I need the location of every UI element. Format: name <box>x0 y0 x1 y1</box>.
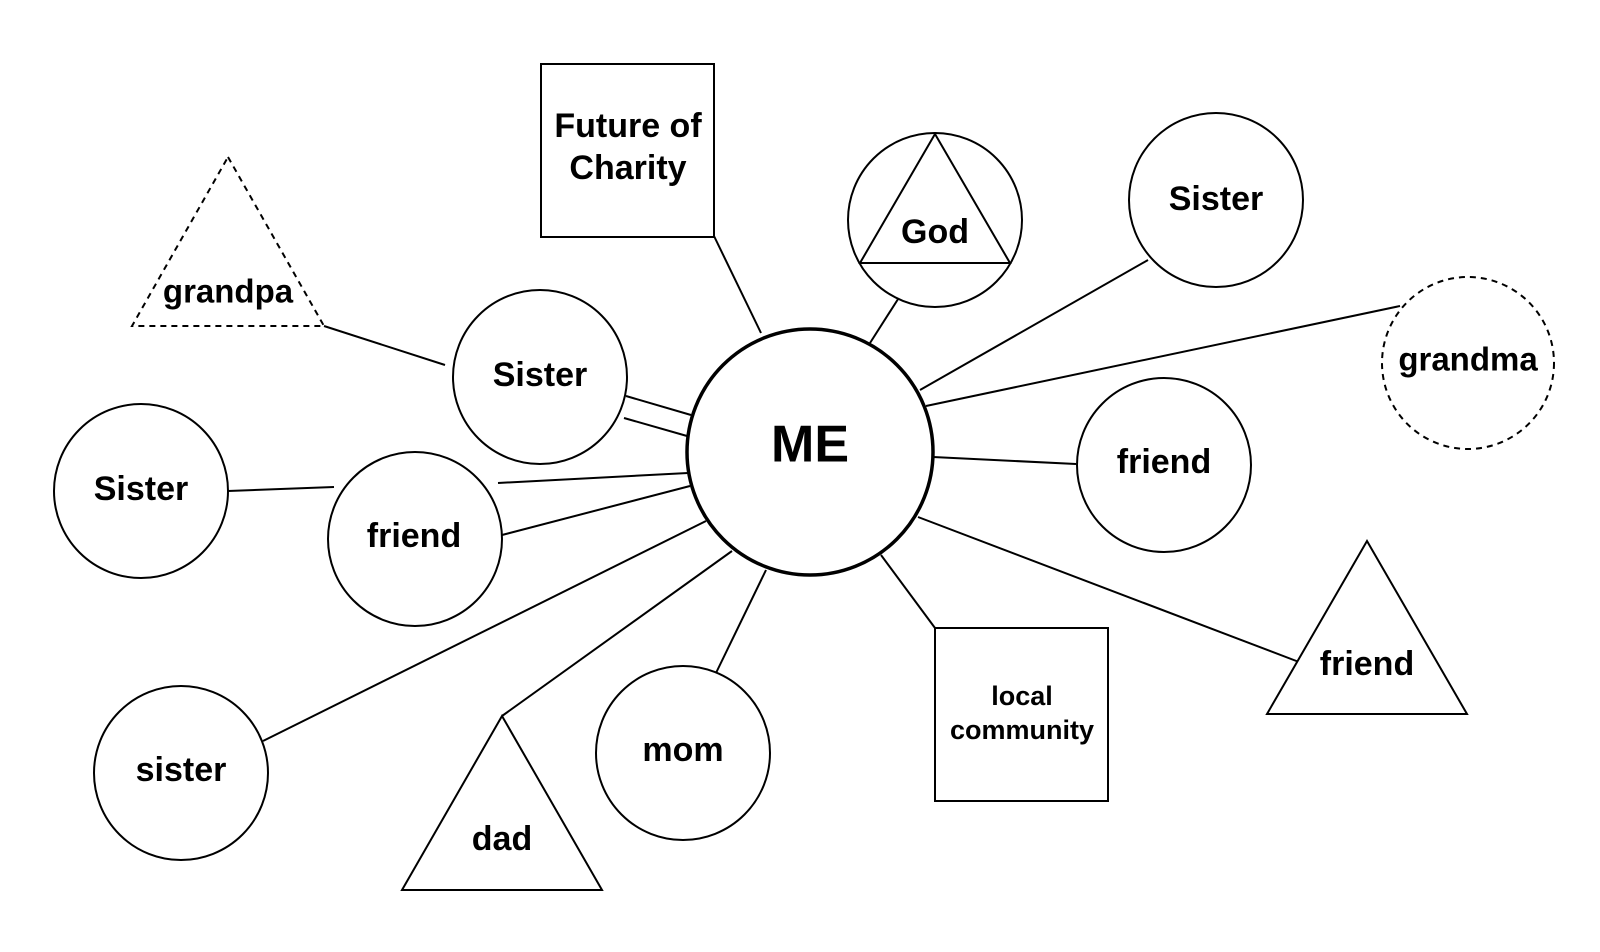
link-sister-far-left-to-friend <box>227 486 335 492</box>
node-label: friend <box>367 517 461 555</box>
node-label: Sister <box>94 470 189 508</box>
link-mom <box>715 569 767 674</box>
node-label: sister <box>136 751 227 789</box>
square-shape <box>934 627 1109 802</box>
link-sister-far-left <box>497 472 689 484</box>
node-label: friend <box>1320 645 1414 683</box>
square-shape <box>540 63 715 238</box>
node-dad: dad <box>400 713 604 891</box>
node-sister-far-left: Sister <box>53 403 229 579</box>
dashed-triangle-shape <box>130 154 326 327</box>
link-sister-top-right <box>919 259 1149 391</box>
node-label-line-1: local <box>991 681 1053 711</box>
triangle-shape <box>858 132 1012 264</box>
center-label: ME <box>771 416 849 474</box>
node-label: friend <box>1117 443 1211 481</box>
circle-shape <box>93 685 269 861</box>
node-me: ME <box>685 327 935 577</box>
node-future-of-charity: Future of Charity <box>540 63 715 238</box>
center-circle-shape <box>685 327 935 577</box>
link-grandma <box>925 305 1401 407</box>
dashed-circle-shape <box>1381 276 1555 450</box>
link-friend-triangle <box>917 516 1300 663</box>
node-label: dad <box>472 820 532 858</box>
link-grandpa <box>323 325 446 366</box>
node-label: Sister <box>493 356 588 394</box>
circle-shape <box>327 451 503 627</box>
node-sister-top-right: Sister <box>1128 112 1304 288</box>
connections <box>227 235 1401 742</box>
link-future-of-charity <box>713 235 762 334</box>
link-god <box>869 295 901 344</box>
node-friend-right: friend <box>1076 377 1252 553</box>
node-sister-bottom-left: sister <box>93 685 269 861</box>
node-mom: mom <box>595 665 771 841</box>
link-sister-bottom-left <box>262 520 707 742</box>
link-friend-left <box>501 485 691 536</box>
node-friend-triangle: friend <box>1265 539 1469 715</box>
triangle-shape <box>400 713 604 891</box>
node-grandpa: grandpa <box>130 154 326 327</box>
link-local-community <box>880 554 936 629</box>
circle-shape <box>595 665 771 841</box>
circle-shape <box>1128 112 1304 288</box>
circle-shape <box>53 403 229 579</box>
node-grandma: grandma <box>1381 276 1555 450</box>
node-label-line-2: community <box>950 715 1094 745</box>
node-local-community: local community <box>934 627 1109 802</box>
link-sister-upper-left-b <box>623 417 688 437</box>
node-label: grandpa <box>163 273 294 310</box>
node-god: God <box>847 132 1023 308</box>
node-label: Sister <box>1169 180 1264 218</box>
triangle-shape <box>1265 539 1469 715</box>
node-label-line-2: Charity <box>569 149 686 187</box>
node-label: mom <box>642 731 723 769</box>
link-dad <box>501 550 733 717</box>
link-friend-right <box>932 456 1077 465</box>
node-friend-left: friend <box>327 451 503 627</box>
node-label-line-1: Future of <box>554 107 702 145</box>
circle-shape <box>1076 377 1252 553</box>
circle-shape <box>452 289 628 465</box>
node-label: grandma <box>1398 341 1538 378</box>
node-sister-upper-left: Sister <box>452 289 628 465</box>
node-label: God <box>901 213 969 251</box>
link-sister-upper-left-a <box>625 395 692 416</box>
